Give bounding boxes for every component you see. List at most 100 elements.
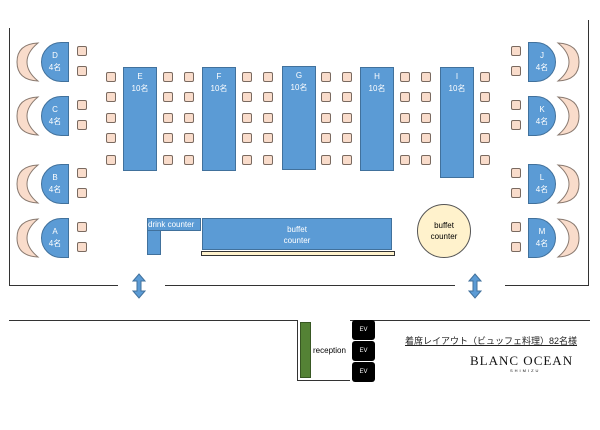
table-id: E	[137, 72, 143, 81]
chair	[342, 113, 352, 123]
booth-table-L[interactable]: L 4名	[528, 164, 556, 204]
chair	[342, 92, 352, 102]
booth-table-B[interactable]: B 4名	[41, 164, 69, 204]
wall-right	[588, 20, 589, 286]
chair	[342, 72, 352, 82]
table-seats: 4名	[535, 117, 549, 126]
chair	[77, 168, 87, 178]
table-id: F	[216, 72, 222, 81]
booth-table-K[interactable]: K 4名	[528, 96, 556, 136]
table-seats: 4名	[48, 63, 62, 72]
chair	[511, 66, 521, 76]
chair	[400, 155, 410, 165]
table-id: D	[52, 51, 58, 60]
table-seats: 10名	[210, 84, 228, 93]
corridor-wall	[297, 380, 350, 381]
booth-table-A[interactable]: A 4名	[41, 218, 69, 258]
chair	[421, 155, 431, 165]
table-id: I	[455, 72, 459, 81]
sofa-icon	[556, 96, 580, 136]
chair	[77, 188, 87, 198]
buffet-counter-rail	[201, 251, 395, 256]
chair	[421, 113, 431, 123]
corridor-wall	[350, 320, 590, 321]
round-buffet-label: counter	[430, 232, 458, 241]
chair	[106, 72, 116, 82]
chair	[321, 72, 331, 82]
wall-bottom	[165, 285, 455, 286]
long-table-E[interactable]: E 10名	[123, 67, 157, 171]
reception-label: reception	[313, 346, 346, 355]
buffet-counter-label: buffet	[287, 225, 307, 234]
chair	[163, 155, 173, 165]
chair	[342, 133, 352, 143]
chair	[263, 72, 273, 82]
table-id: A	[52, 227, 58, 236]
elevator: EV	[352, 362, 375, 382]
reception-desk	[300, 322, 311, 378]
chair	[400, 113, 410, 123]
chair	[480, 72, 490, 82]
table-id: B	[52, 173, 58, 182]
sofa-icon	[556, 218, 580, 258]
table-seats: 4名	[48, 117, 62, 126]
chair	[511, 222, 521, 232]
chair	[106, 155, 116, 165]
chair	[242, 133, 252, 143]
chair	[163, 113, 173, 123]
sofa-icon	[16, 96, 40, 136]
chair	[511, 242, 521, 252]
chair	[480, 92, 490, 102]
corridor-wall	[9, 320, 298, 321]
table-id: C	[52, 105, 58, 114]
sofa-icon	[16, 42, 40, 82]
corridor-wall	[297, 320, 298, 381]
chair	[421, 72, 431, 82]
chair	[106, 113, 116, 123]
chair	[480, 113, 490, 123]
chair	[511, 46, 521, 56]
chair	[242, 72, 252, 82]
chair	[163, 133, 173, 143]
table-id: K	[539, 105, 545, 114]
table-seats: 4名	[535, 185, 549, 194]
chair	[263, 155, 273, 165]
chair	[321, 155, 331, 165]
entrance-arrow-icon	[132, 273, 146, 299]
long-table-F[interactable]: F 10名	[202, 67, 236, 171]
table-id: L	[539, 173, 545, 182]
table-seats: 10名	[290, 83, 308, 92]
chair	[163, 72, 173, 82]
chair	[421, 133, 431, 143]
chair	[77, 46, 87, 56]
chair	[321, 113, 331, 123]
chair	[77, 242, 87, 252]
table-id: G	[295, 71, 303, 80]
table-seats: 4名	[48, 239, 62, 248]
elevator: EV	[352, 320, 375, 340]
table-id: H	[374, 72, 380, 81]
chair	[321, 133, 331, 143]
chair	[106, 92, 116, 102]
long-table-H[interactable]: H 10名	[360, 67, 394, 171]
table-seats: 10名	[131, 84, 149, 93]
chair	[242, 113, 252, 123]
chair	[184, 133, 194, 143]
table-seats: 4名	[48, 185, 62, 194]
layout-title: 着席レイアウト（ビュッフェ料理）82名様	[405, 336, 578, 346]
sofa-icon	[556, 164, 580, 204]
table-seats: 10名	[368, 84, 386, 93]
logo: BLANC OCEAN	[470, 353, 574, 368]
table-seats: 4名	[535, 63, 549, 72]
chair	[511, 120, 521, 130]
long-table-G[interactable]: G 10名	[282, 66, 316, 170]
chair	[511, 188, 521, 198]
table-seats: 4名	[535, 239, 549, 248]
wall-left	[9, 28, 10, 286]
booth-table-C[interactable]: C 4名	[41, 96, 69, 136]
booth-table-D[interactable]: D 4名	[41, 42, 69, 82]
chair	[263, 92, 273, 102]
